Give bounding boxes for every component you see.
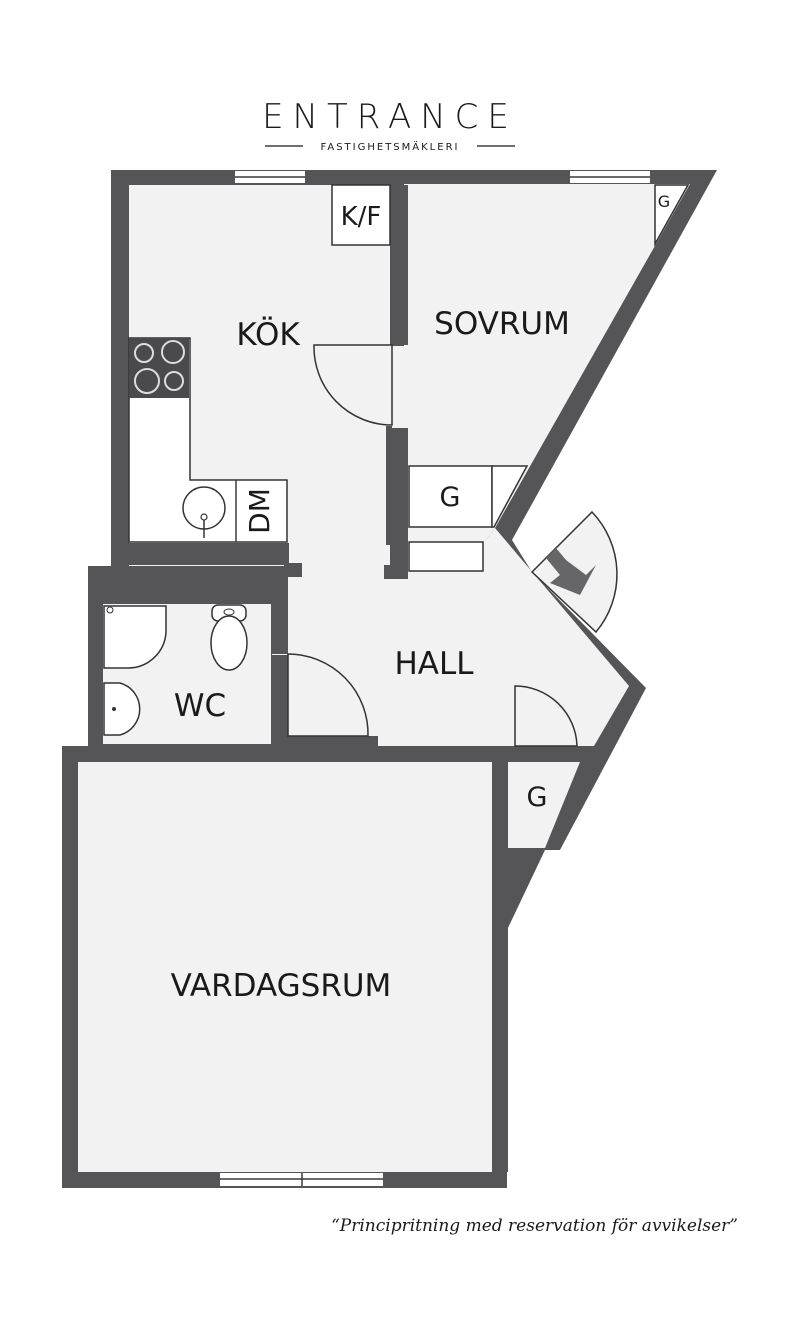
interior-walls [62, 185, 594, 1172]
door-bedroom[interactable] [313, 344, 393, 426]
wall-stub-kitchen [284, 563, 302, 577]
bedroom-fixtures: G G [408, 184, 690, 572]
hall-wardrobe-floor [507, 762, 580, 848]
wall-living-top-left [62, 746, 297, 762]
wardrobe-bedroom-corner-label: G [658, 192, 670, 211]
wardrobe-bedroom-corner [654, 184, 690, 247]
door-wc[interactable] [287, 653, 369, 737]
disclaimer-text: “Principritning med reservation för avvi… [331, 1216, 738, 1236]
wall-wardrobe-top [507, 746, 594, 762]
wardrobe-bedroom [408, 465, 493, 528]
kitchen-fixtures: DM K/F [128, 184, 391, 543]
wall-wc-right-upper [272, 604, 288, 654]
room-label-kitchen: KÖK [236, 316, 300, 353]
doors [287, 344, 618, 747]
fridge-freezer [331, 184, 391, 246]
wall-kitchen-wc [111, 543, 289, 565]
wash-basin-icon [103, 682, 141, 736]
wardrobe-bedroom-label: G [440, 482, 461, 513]
floors [78, 184, 690, 1172]
wall-kitchen-bedroom-lower [392, 428, 408, 578]
wall-wc-top [88, 566, 288, 604]
room-label-bedroom: SOVRUM [434, 306, 570, 342]
shower-icon [103, 605, 167, 669]
brand-name: ENTRANCE [262, 97, 518, 137]
wall-wc-right-lower [272, 736, 288, 748]
room-label-hall: HALL [394, 646, 474, 682]
windows [220, 171, 650, 1186]
door-hall-wardrobe[interactable] [514, 685, 578, 747]
entrance-arrow-icon [546, 548, 596, 595]
brand-tagline: FASTIGHETSMÄKLERI [321, 140, 460, 153]
wall-kitchen-bedroom-upper [390, 185, 408, 345]
wc-fixtures [103, 604, 248, 736]
hall-shelf [408, 541, 484, 572]
wardrobe-hall-label: G [527, 782, 548, 813]
brand-logo: ENTRANCE FASTIGHETSMÄKLERI [262, 97, 518, 153]
room-label-wc: WC [174, 688, 226, 724]
wall-stub-hall [384, 565, 408, 579]
wall-living-top-right [378, 746, 508, 762]
living-room-floor [78, 762, 492, 1172]
dishwasher-label: DM [243, 488, 276, 534]
wall-living-right [492, 762, 508, 1172]
room-label-living-room: VARDAGSRUM [171, 968, 392, 1004]
fridge-freezer-label: K/F [341, 202, 382, 232]
